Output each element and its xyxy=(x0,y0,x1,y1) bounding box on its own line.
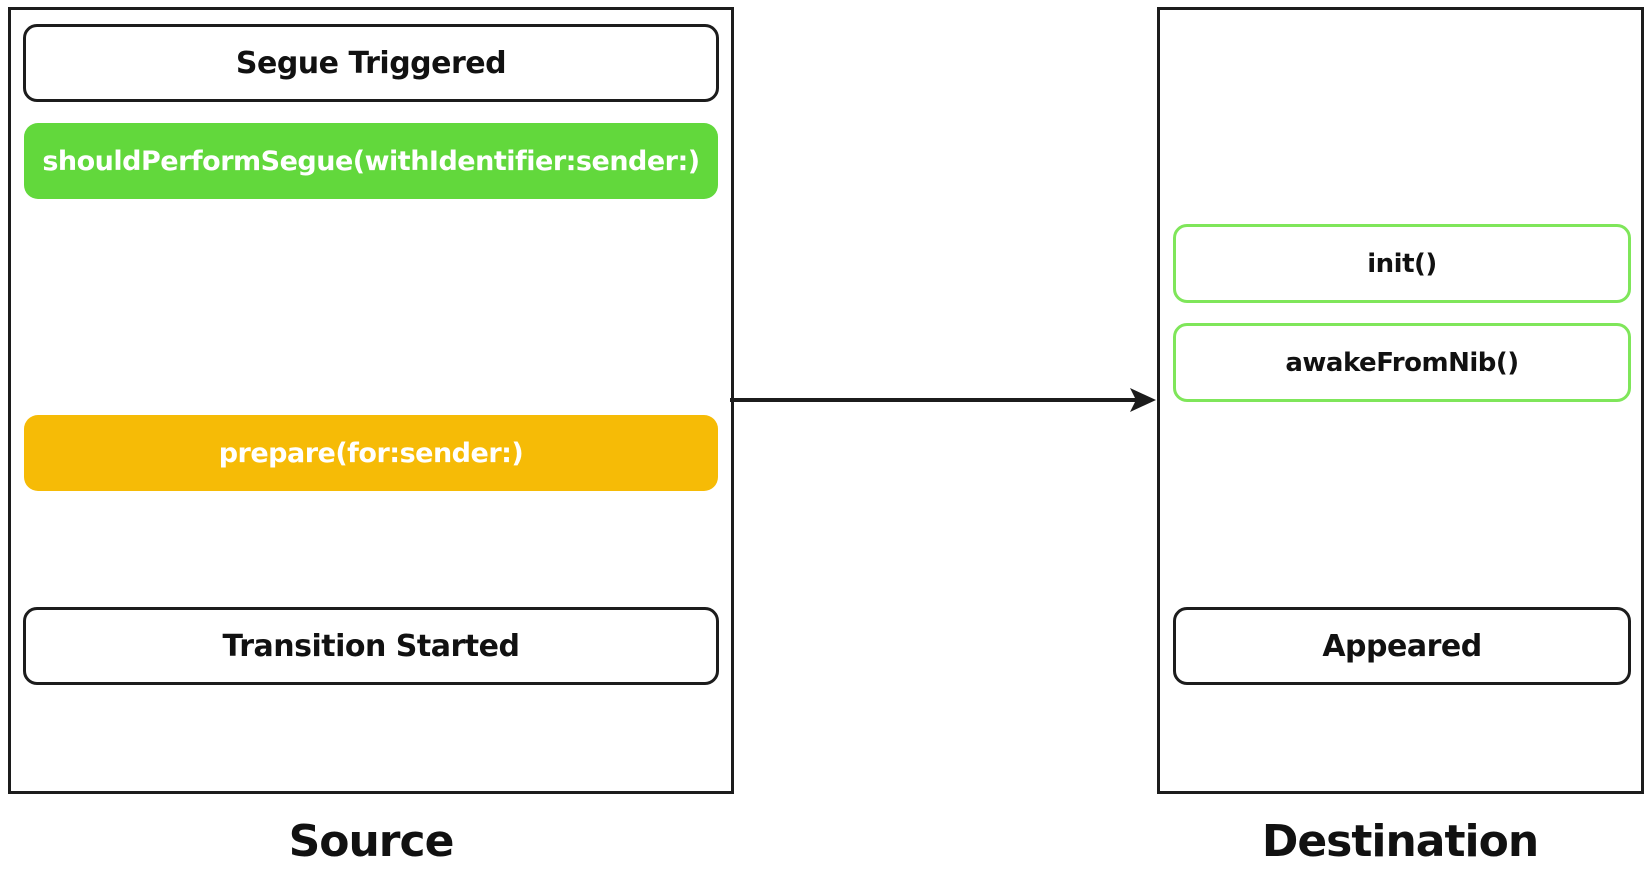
transition-started-box: Transition Started xyxy=(23,607,719,685)
appeared-box: Appeared xyxy=(1173,607,1631,685)
init-label: init() xyxy=(1367,248,1437,279)
transition-started-label: Transition Started xyxy=(222,628,520,664)
should-perform-segue-box: shouldPerformSegue(withIdentifier:sender… xyxy=(24,123,718,199)
arrow-head-icon xyxy=(1130,388,1156,412)
prepare-box: prepare(for:sender:) xyxy=(24,415,718,491)
segue-arrow xyxy=(730,388,1156,412)
segue-triggered-label: Segue Triggered xyxy=(235,45,507,81)
init-box: init() xyxy=(1173,224,1631,303)
destination-caption: Destination xyxy=(1261,816,1539,867)
segue-triggered-box: Segue Triggered xyxy=(23,24,719,102)
should-perform-segue-label: shouldPerformSegue(withIdentifier:sender… xyxy=(42,145,700,177)
source-caption: Source xyxy=(288,816,455,867)
awake-from-nib-label: awakeFromNib() xyxy=(1285,347,1519,378)
prepare-label: prepare(for:sender:) xyxy=(218,437,524,469)
appeared-label: Appeared xyxy=(1322,628,1482,664)
awake-from-nib-box: awakeFromNib() xyxy=(1173,323,1631,402)
